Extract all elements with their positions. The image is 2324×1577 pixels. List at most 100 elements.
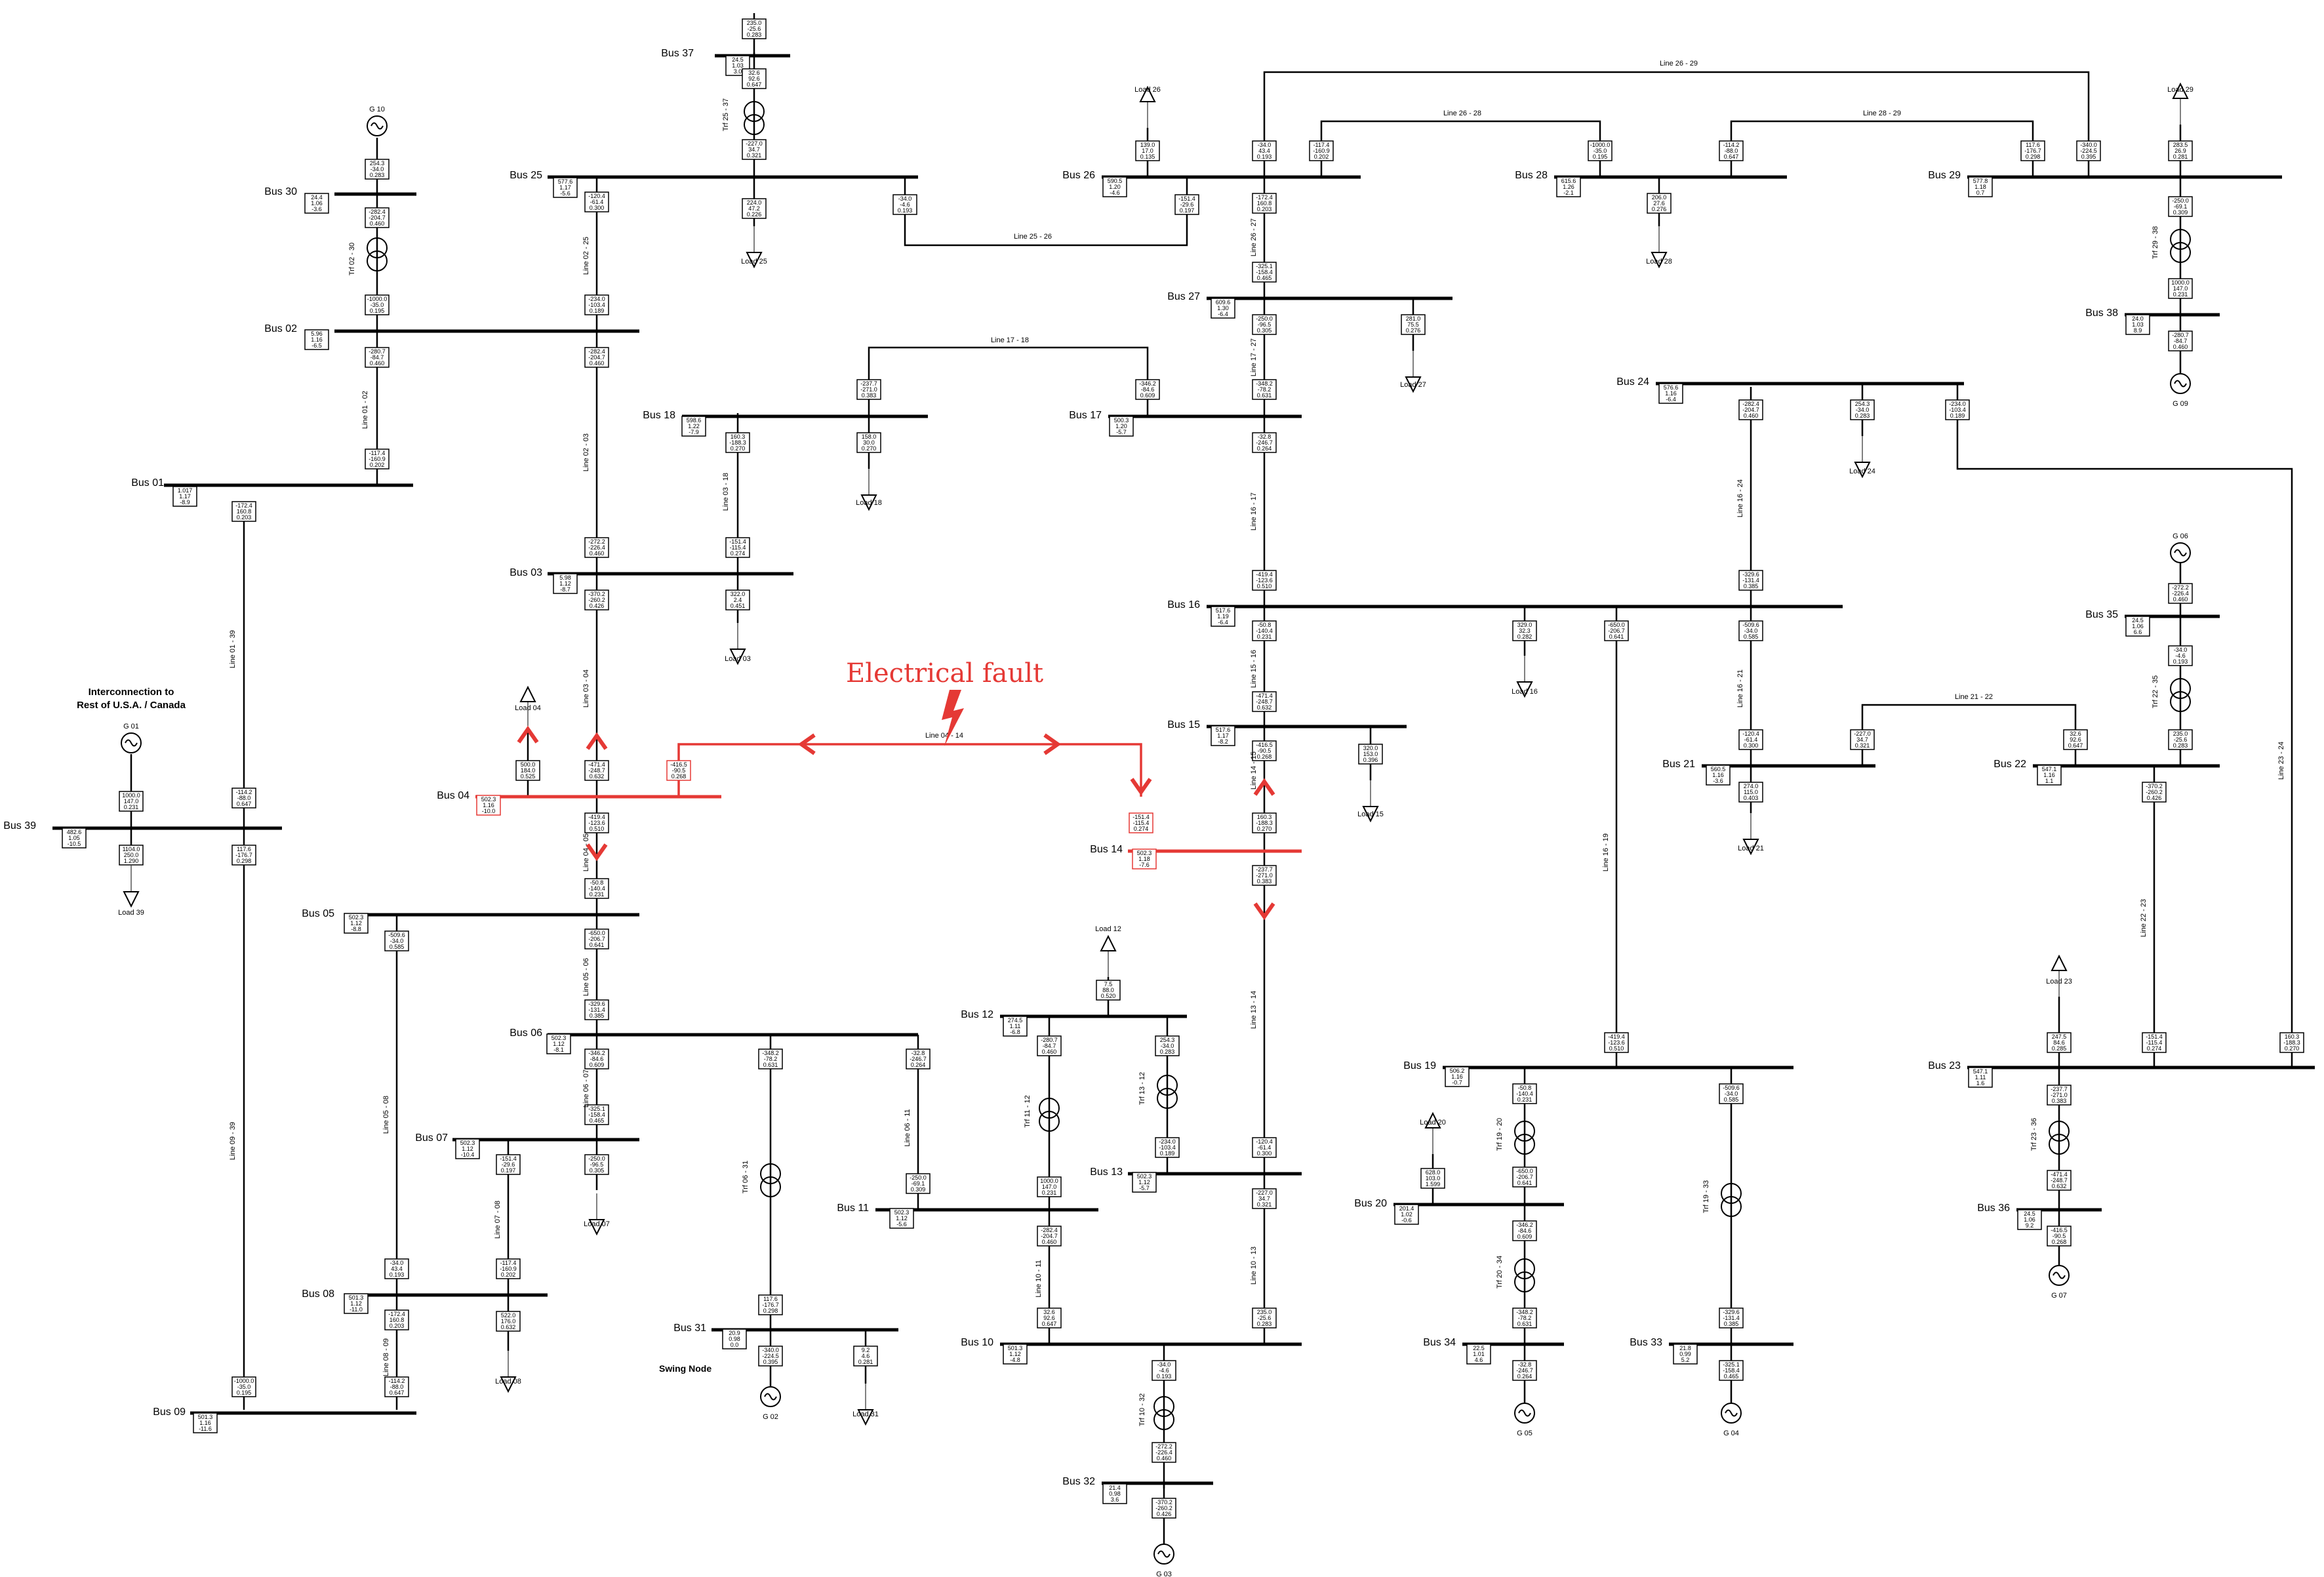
measurement-value: 235.0 bbox=[747, 20, 762, 26]
measurement-value: 1.17 bbox=[559, 184, 571, 191]
load-arrow-icon bbox=[1854, 462, 1871, 479]
measurement-value: 1104.0 bbox=[123, 846, 140, 852]
transformer-label-t1112: Trf 11 - 12 bbox=[1024, 1095, 1032, 1128]
load-measurement-l28 bbox=[1647, 193, 1672, 214]
flow-38-g09 bbox=[2168, 330, 2193, 351]
flow-35-22 bbox=[2168, 645, 2193, 666]
measurement-value: -250.0 bbox=[588, 1155, 605, 1162]
measurement-value: 0.285 bbox=[2052, 1045, 2067, 1052]
bus-measurement-b14 bbox=[1132, 848, 1157, 869]
measurement-value: -103.4 bbox=[1949, 407, 1966, 413]
measurement-value: 0.305 bbox=[590, 1167, 605, 1174]
flow-11-12 bbox=[1037, 1176, 1062, 1197]
measurement-value: 1.16 bbox=[2043, 772, 2055, 778]
measurement-value: 0.520 bbox=[1101, 993, 1116, 999]
measurement-value: -123.6 bbox=[1608, 1039, 1625, 1046]
measurement-value: -29.6 bbox=[1180, 201, 1194, 208]
measurement-value: 1.11 bbox=[1010, 1023, 1021, 1029]
measurement-value: 1.05 bbox=[68, 835, 80, 841]
network-wires bbox=[130, 13, 2293, 1554]
bus-measurement-b38 bbox=[2125, 314, 2150, 335]
measurement-value: 0.385 bbox=[590, 1012, 605, 1019]
bus-measurement-b13 bbox=[1132, 1172, 1157, 1193]
flow-17-27 bbox=[1252, 379, 1277, 400]
transformer-icon bbox=[744, 114, 765, 135]
measurement-value: -50.8 bbox=[590, 879, 604, 886]
line-label-ln1621: Line 16 - 21 bbox=[1736, 669, 1744, 708]
measurement-value: -5.7 bbox=[1116, 429, 1127, 435]
measurement-value: -34.0 bbox=[371, 166, 384, 172]
flow-05-04 bbox=[584, 878, 609, 899]
load-measurement-l25 bbox=[742, 198, 767, 219]
flow-33-g04 bbox=[1719, 1360, 1744, 1381]
flow-07-08 bbox=[496, 1154, 521, 1175]
measurement-value: 0.135 bbox=[1140, 153, 1155, 160]
measurement-value: 235.0 bbox=[2173, 730, 2188, 737]
measurement-value: 0.647 bbox=[2068, 742, 2083, 749]
measurement-value: -204.7 bbox=[588, 354, 605, 361]
measurement-value: 1.12 bbox=[462, 1146, 473, 1152]
measurement-value: 0.426 bbox=[2147, 795, 2162, 801]
measurement-value: -6.5 bbox=[311, 342, 322, 349]
line-label-ln0405: Line 04 - 05 bbox=[582, 833, 590, 871]
flow-25-02 bbox=[584, 191, 609, 212]
flow-31-g02 bbox=[758, 1346, 783, 1367]
flow-39-01 bbox=[231, 788, 256, 808]
measurement-value: 17.0 bbox=[1142, 148, 1153, 154]
bus-measurement-b27 bbox=[1211, 298, 1235, 319]
bus-measurement-b07 bbox=[455, 1138, 480, 1159]
measurement-value: 500.3 bbox=[1114, 417, 1129, 424]
measurement-value: 0.460 bbox=[2173, 344, 2188, 350]
measurement-value: 254.3 bbox=[370, 160, 385, 167]
measurement-value: 0.202 bbox=[501, 1271, 516, 1278]
measurement-value: 0.647 bbox=[237, 801, 252, 807]
measurement-value: 0.585 bbox=[390, 944, 405, 950]
line-label-ln0139: Line 01 - 39 bbox=[229, 630, 237, 668]
line-label-ln2629: Line 26 - 29 bbox=[1660, 60, 1698, 68]
measurement-value: 9.2 bbox=[862, 1347, 870, 1353]
measurement-value: 1.12 bbox=[350, 1300, 362, 1307]
measurement-value: 0.282 bbox=[1517, 633, 1533, 640]
transformer-icon bbox=[1153, 1409, 1174, 1430]
measurement-value: 0.632 bbox=[501, 1324, 516, 1330]
measurement-value: 21.8 bbox=[1679, 1345, 1691, 1351]
measurement-value: 43.4 bbox=[391, 1266, 403, 1272]
measurement-value: 1.19 bbox=[1217, 613, 1229, 620]
flow-36-g07 bbox=[2047, 1226, 2072, 1247]
load-measurement-l18 bbox=[856, 432, 881, 453]
bus-label-b03: Bus 03 bbox=[510, 567, 542, 578]
measurement-value: 1.06 bbox=[2024, 1216, 2035, 1223]
measurement-value: -204.7 bbox=[369, 214, 386, 221]
measurement-value: 1.12 bbox=[553, 1041, 565, 1047]
measurement-value: -35.0 bbox=[237, 1384, 251, 1390]
flow-10-13 bbox=[1252, 1308, 1277, 1328]
measurement-value: -348.2 bbox=[1256, 380, 1273, 387]
load-label-l18: Load 18 bbox=[856, 499, 882, 507]
measurement-value: -7.6 bbox=[1139, 862, 1150, 868]
flow-21-16 bbox=[1738, 729, 1763, 750]
measurement-value: 32.6 bbox=[1043, 1309, 1055, 1315]
measurement-value: 502.3 bbox=[1137, 850, 1152, 856]
measurement-value: -248.7 bbox=[1256, 698, 1273, 705]
flow-37-25 bbox=[742, 68, 767, 89]
measurement-value: 0.609 bbox=[1140, 392, 1155, 399]
flow-07-06 bbox=[584, 1104, 609, 1125]
measurement-value: -650.0 bbox=[1608, 622, 1625, 628]
measurement-value: 1.30 bbox=[1217, 305, 1229, 311]
measurement-value: 1.16 bbox=[1665, 390, 1677, 397]
faulted-line-04-14 bbox=[677, 743, 1142, 797]
measurement-value: 160.8 bbox=[390, 1317, 405, 1323]
measurement-value: -340.0 bbox=[762, 1347, 779, 1353]
fault-direction-arrow-icon bbox=[586, 732, 608, 750]
flow-04-03 bbox=[584, 760, 609, 781]
measurement-value: 0.283 bbox=[747, 31, 762, 38]
measurement-value: -227.0 bbox=[1854, 730, 1871, 737]
measurement-value: -10.4 bbox=[461, 1151, 475, 1158]
measurement-value: -204.7 bbox=[1742, 407, 1759, 413]
measurement-value: -237.7 bbox=[1256, 866, 1273, 873]
measurement-value: -246.7 bbox=[910, 1056, 927, 1062]
fault-direction-arrow-icon bbox=[1253, 902, 1275, 921]
transformer-icon bbox=[1721, 1183, 1742, 1204]
measurement-value: -250.0 bbox=[910, 1174, 927, 1181]
line-label-ln2627: Line 26 - 27 bbox=[1250, 218, 1258, 256]
